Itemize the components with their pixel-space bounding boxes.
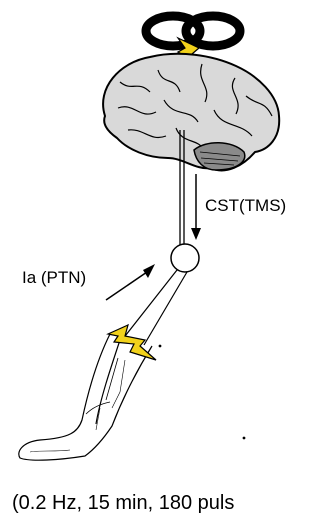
stimulation-parameters-caption: (0.2 Hz, 15 min, 180 puls (12, 492, 234, 515)
spinal-neuron-icon (171, 244, 199, 272)
ia-ptn-label: Ia (PTN) (22, 268, 86, 288)
cst-arrow-icon (191, 174, 201, 240)
brain-icon (103, 54, 279, 171)
cst-tms-label: CST(TMS) (205, 196, 286, 216)
ia-arrow-icon (106, 264, 155, 300)
peripheral-nerve-icon (122, 270, 187, 345)
tms-coil-icon (146, 16, 240, 46)
